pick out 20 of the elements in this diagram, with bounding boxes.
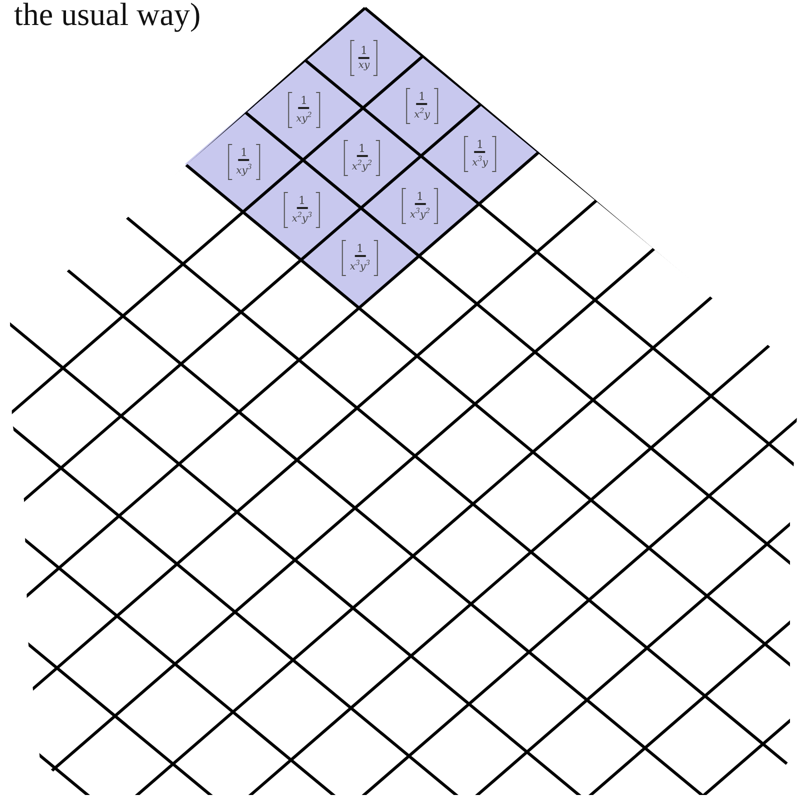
denominator: x$^{3}$y$^{3}$ <box>348 258 372 274</box>
denominator: xy$^{3}$ <box>235 162 253 178</box>
heading-text: the usual way) <box>14 0 201 33</box>
numerator: 1 <box>298 94 310 110</box>
shaded-cell <box>301 208 419 308</box>
numerator: 1 <box>238 146 250 162</box>
denominator: x$^{2}$y <box>413 106 431 122</box>
numerator: 1 <box>356 142 368 158</box>
numerator: 1 <box>474 138 486 154</box>
denominator: x$^{3}$y <box>471 154 489 170</box>
numerator: 1 <box>296 194 308 210</box>
denominator: xy <box>357 59 371 72</box>
numerator: 1 <box>416 90 428 106</box>
denominator: xy$^{2}$ <box>295 110 313 126</box>
numerator: 1 <box>414 190 426 206</box>
denominator: x$^{3}$y$^{2}$ <box>408 206 432 222</box>
denominator: x$^{2}$y$^{2}$ <box>350 158 374 174</box>
numerator: 1 <box>354 242 366 258</box>
denominator: x$^{2}$y$^{3}$ <box>290 210 314 226</box>
numerator: 1 <box>358 44 370 59</box>
